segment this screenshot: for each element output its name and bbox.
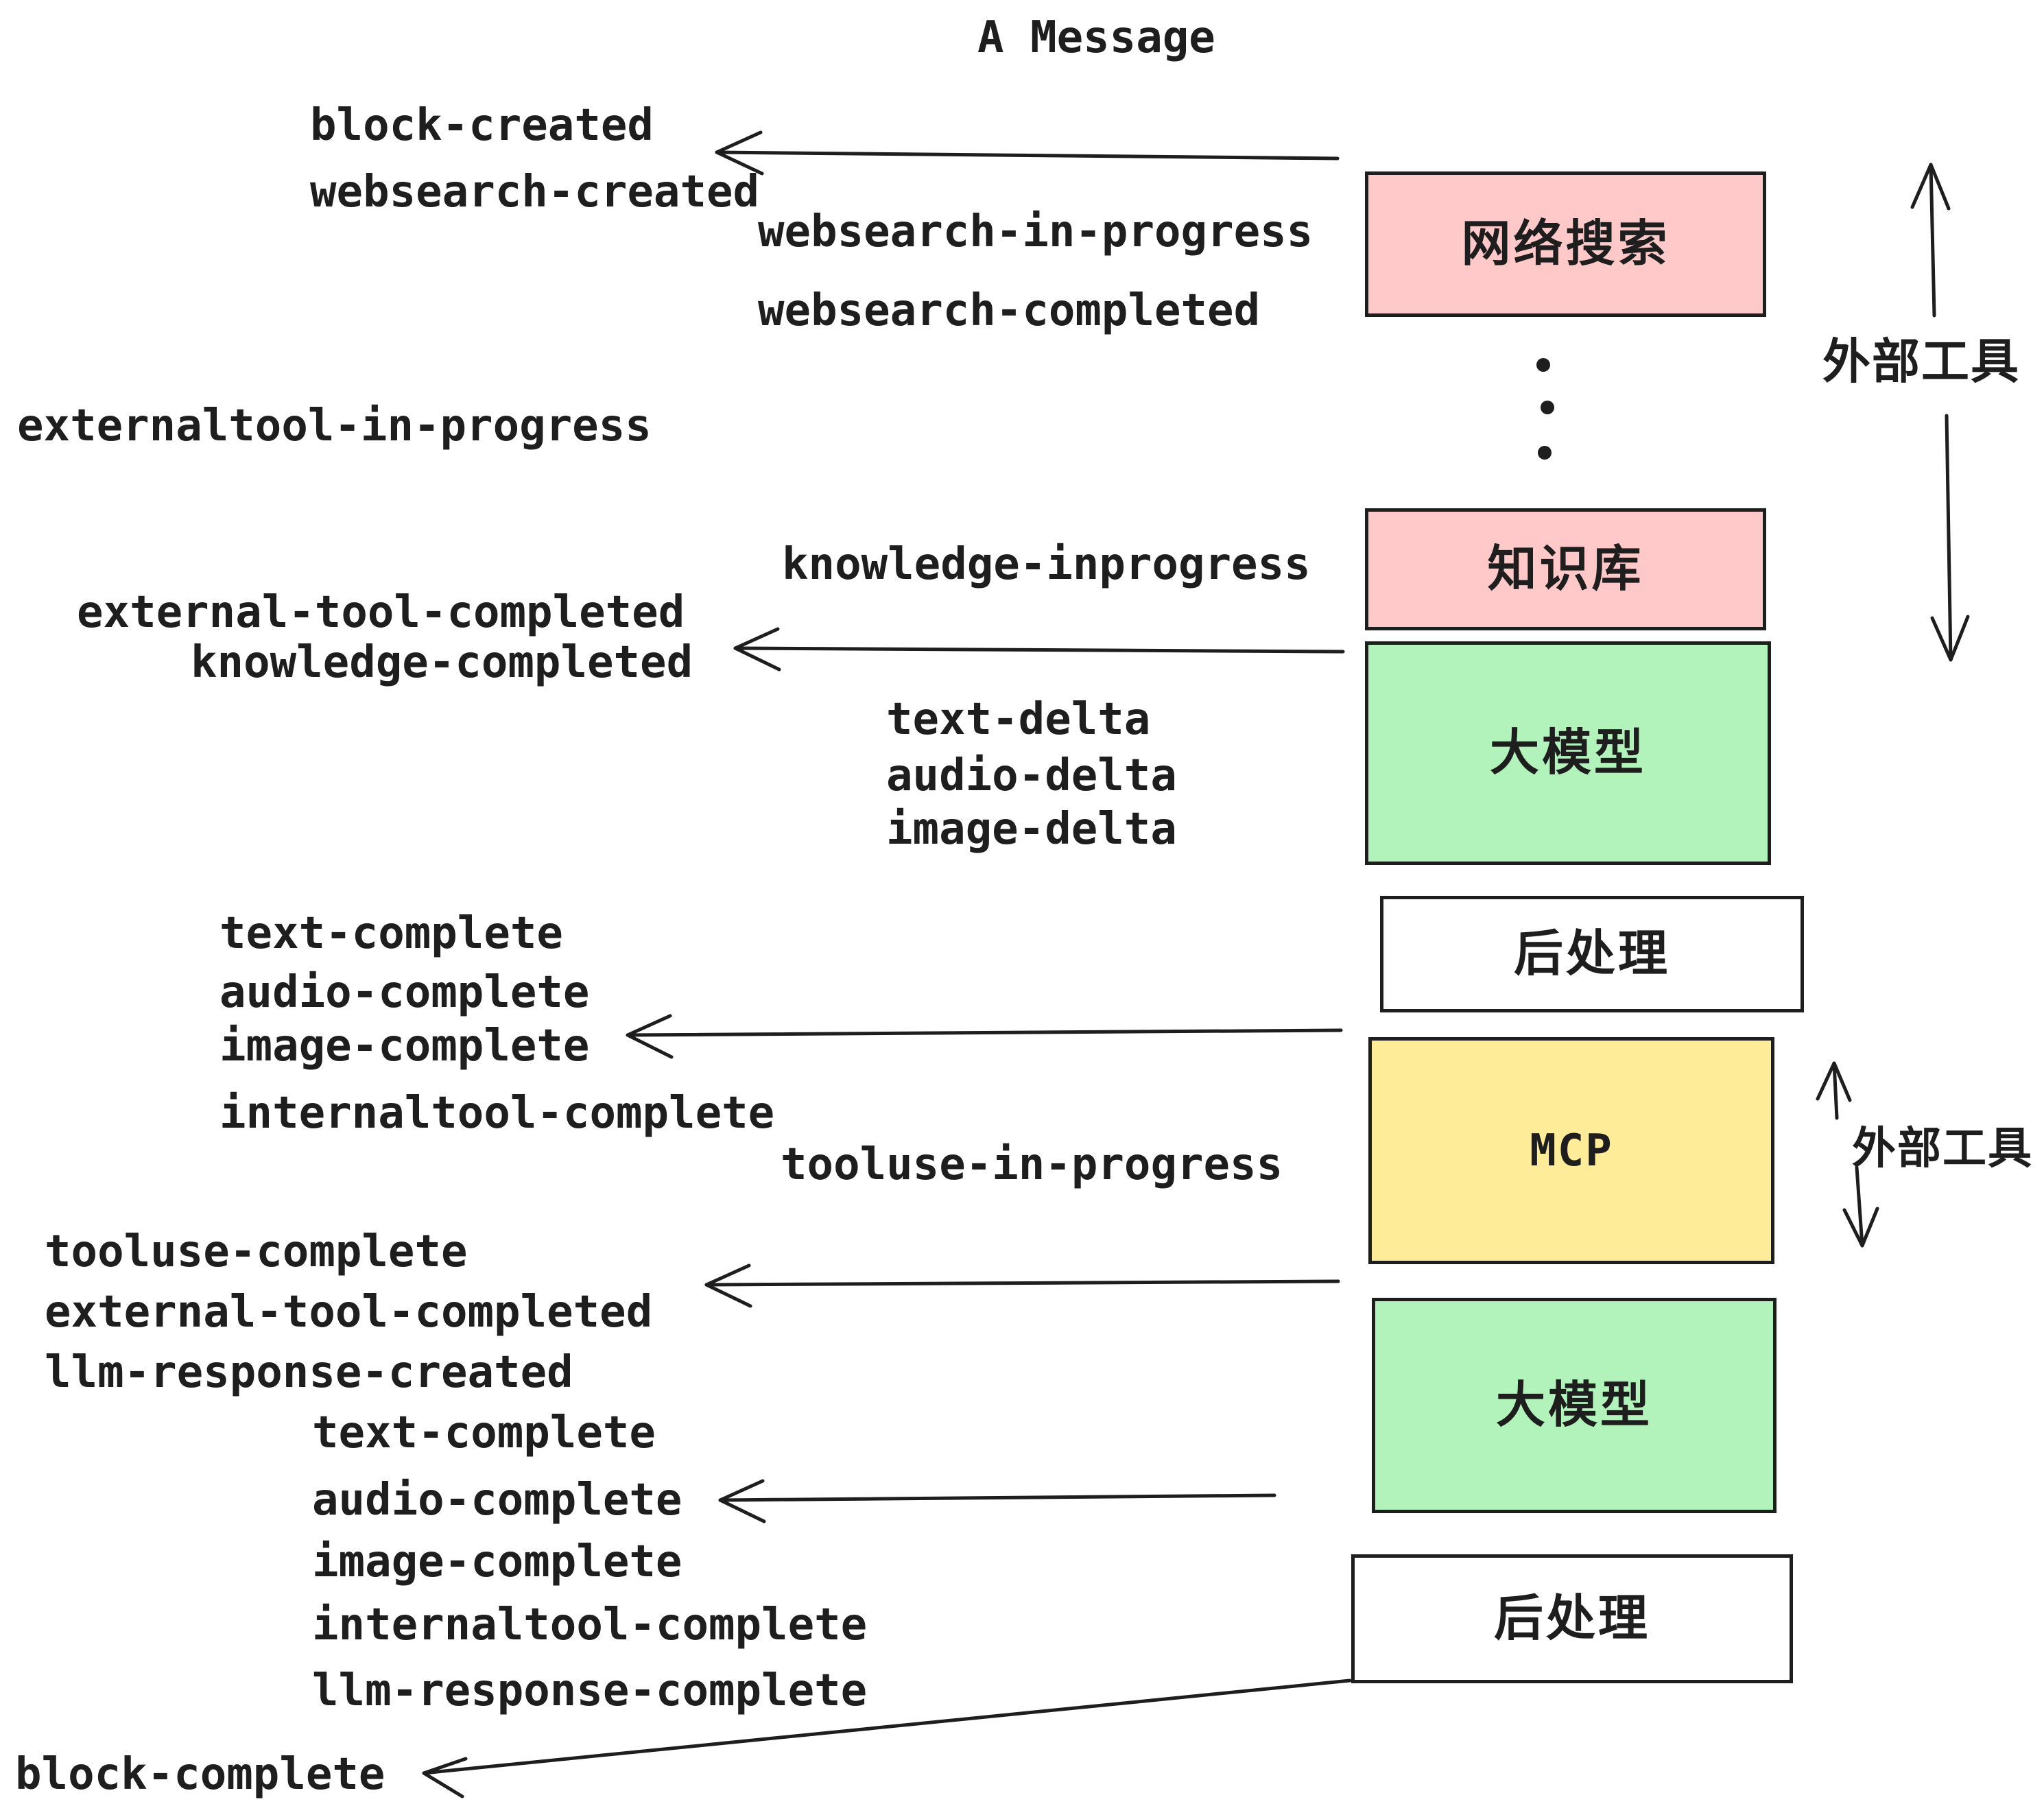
box-llm-2: 大模型 bbox=[1372, 1298, 1776, 1513]
event-websearch-created: websearch-created bbox=[310, 167, 760, 217]
event-audio-complete: audio-complete bbox=[219, 967, 590, 1018]
event-text-delta: text-delta bbox=[886, 694, 1151, 745]
box-llm-1-label: 大模型 bbox=[1489, 726, 1646, 781]
event-external-tool-completed-2: external-tool-completed bbox=[45, 1287, 653, 1338]
event-text-complete: text-complete bbox=[219, 908, 563, 959]
event-external-tool-completed: external-tool-completed bbox=[77, 587, 685, 638]
page-title: A Message bbox=[977, 12, 1215, 63]
arrow-tooluse-complete bbox=[704, 1263, 1340, 1308]
box-websearch-label: 网络搜索 bbox=[1461, 217, 1670, 272]
box-knowledge-label: 知识库 bbox=[1487, 542, 1644, 597]
event-image-delta: image-delta bbox=[886, 804, 1177, 855]
box-mcp-label: MCP bbox=[1530, 1125, 1613, 1176]
arrow-mcp-external-tools-up bbox=[1816, 1061, 1852, 1120]
arrow-image-complete bbox=[626, 1014, 1343, 1059]
event-websearch-in-progress: websearch-in-progress bbox=[758, 206, 1314, 257]
annotation-external-tools-bottom: 外部工具 bbox=[1852, 1124, 2033, 1173]
box-mcp: MCP bbox=[1368, 1037, 1774, 1264]
event-llm-response-created: llm-response-created bbox=[45, 1347, 573, 1398]
event-text-complete-2: text-complete bbox=[312, 1408, 656, 1458]
arrow-knowledge-completed bbox=[733, 627, 1345, 672]
event-tooluse-complete: tooluse-complete bbox=[45, 1226, 468, 1277]
event-websearch-completed: websearch-completed bbox=[758, 285, 1261, 336]
event-internaltool-complete: internaltool-complete bbox=[219, 1088, 775, 1139]
ellipsis-dot bbox=[1541, 401, 1554, 414]
arrow-audio-complete bbox=[718, 1479, 1276, 1523]
event-llm-response-complete: llm-response-complete bbox=[312, 1665, 868, 1716]
event-tooluse-in-progress: tooluse-in-progress bbox=[781, 1139, 1283, 1190]
box-postprocess-2: 后处理 bbox=[1351, 1554, 1793, 1683]
box-websearch: 网络搜索 bbox=[1365, 171, 1766, 317]
box-llm-2-label: 大模型 bbox=[1495, 1378, 1652, 1433]
event-audio-complete-2: audio-complete bbox=[312, 1475, 682, 1526]
event-block-complete: block-complete bbox=[15, 1749, 385, 1800]
event-externaltool-in-progress: externaltool-in-progress bbox=[17, 401, 652, 451]
box-knowledge: 知识库 bbox=[1365, 508, 1766, 630]
box-postprocess-2-label: 后处理 bbox=[1493, 1591, 1650, 1646]
event-internaltool-complete-2: internaltool-complete bbox=[312, 1600, 868, 1650]
event-image-complete-2: image-complete bbox=[312, 1536, 682, 1587]
annotation-external-tools-top: 外部工具 bbox=[1822, 335, 2020, 388]
ellipsis-dot bbox=[1536, 358, 1550, 372]
arrow-websearch-created bbox=[715, 130, 1340, 176]
arrow-external-tools-up bbox=[1910, 163, 1951, 318]
box-postprocess-1: 后处理 bbox=[1380, 896, 1804, 1012]
box-llm-1: 大模型 bbox=[1365, 641, 1771, 865]
ellipsis-dot bbox=[1538, 446, 1552, 460]
event-knowledge-completed: knowledge-completed bbox=[191, 637, 693, 688]
event-block-created: block-created bbox=[310, 100, 654, 151]
event-image-complete: image-complete bbox=[219, 1021, 590, 1071]
arrow-mcp-external-tools-down bbox=[1842, 1165, 1879, 1248]
arrow-external-tools-down bbox=[1930, 414, 1970, 662]
event-audio-delta: audio-delta bbox=[886, 750, 1177, 801]
box-postprocess-1-label: 后处理 bbox=[1513, 927, 1670, 982]
event-knowledge-inprogress: knowledge-inprogress bbox=[782, 539, 1311, 590]
